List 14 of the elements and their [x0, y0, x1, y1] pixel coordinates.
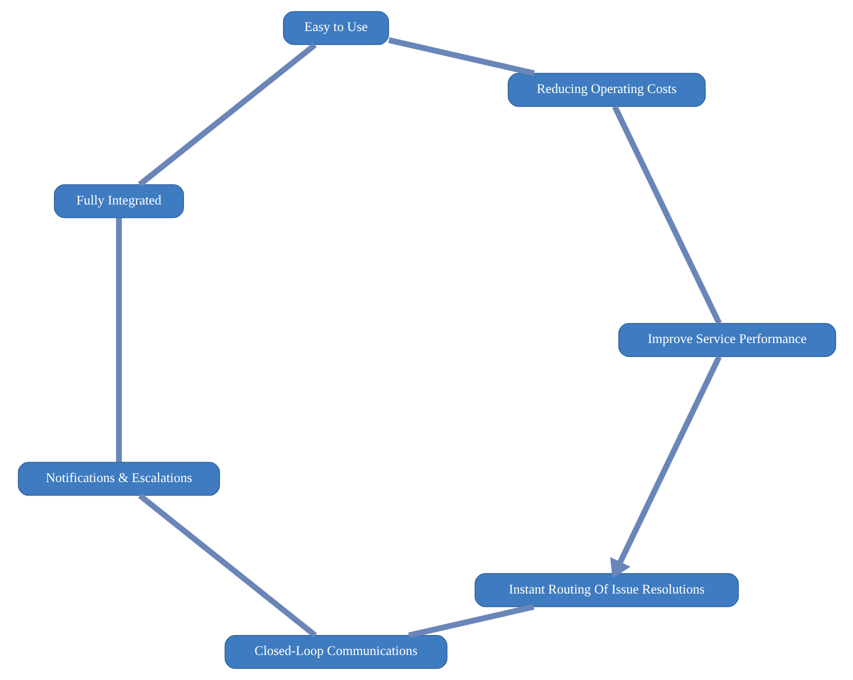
node-box: Closed-Loop Communications	[224, 634, 447, 669]
connector	[116, 218, 122, 462]
node-box: Reducing Operating Costs	[507, 72, 706, 107]
node-box: Instant Routing Of Issue Resolutions	[474, 573, 738, 608]
node-box: Improve Service Performance	[618, 323, 836, 357]
node-box: Fully Integrated	[53, 184, 184, 218]
node-box: Easy to Use	[282, 11, 389, 46]
arrow	[610, 356, 722, 578]
node-box: Notifications & Escalations	[17, 462, 220, 496]
connector	[408, 604, 534, 638]
connector	[138, 493, 316, 638]
connector	[612, 105, 722, 325]
connector	[137, 42, 316, 187]
connector	[388, 37, 534, 76]
